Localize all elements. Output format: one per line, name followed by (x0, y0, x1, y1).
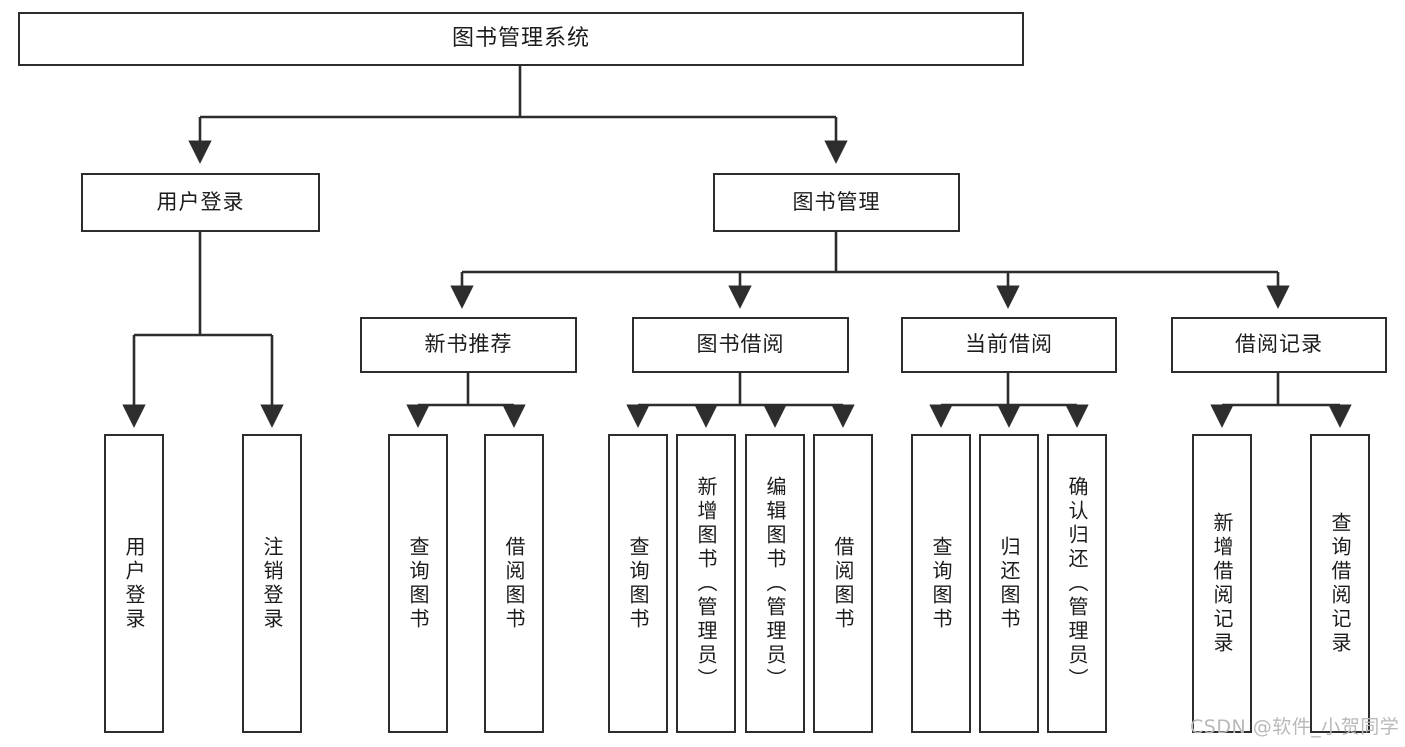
leaf-user-login-label: 用户登录 (122, 535, 146, 632)
leaf-edit-book-admin[interactable]: 编辑图书（管理员） (745, 434, 805, 733)
csdn-watermark: CSDN @软件_小贺同学 (1190, 716, 1400, 738)
node-book-management[interactable]: 图书管理 (713, 173, 960, 232)
leaf-logout[interactable]: 注销登录 (242, 434, 302, 733)
leaf-logout-label: 注销登录 (260, 535, 284, 632)
node-current-borrow[interactable]: 当前借阅 (901, 317, 1117, 373)
leaf-return-book[interactable]: 归还图书 (979, 434, 1039, 733)
leaf-add-book-admin[interactable]: 新增图书（管理员） (676, 434, 736, 733)
leaf-return-book-label: 归还图书 (997, 535, 1021, 632)
leaf-add-borrow-record[interactable]: 新增借阅记录 (1192, 434, 1252, 733)
leaf-edit-book-admin-label: 编辑图书（管理员） (763, 475, 787, 692)
leaf-borrow-book-new[interactable]: 借阅图书 (484, 434, 544, 733)
leaf-borrow-book-label: 借阅图书 (831, 535, 855, 632)
leaf-query-book-current[interactable]: 查询图书 (911, 434, 971, 733)
node-new-book-recommend-label: 新书推荐 (424, 332, 513, 357)
leaf-query-book-borrow[interactable]: 查询图书 (608, 434, 668, 733)
leaf-query-book-new[interactable]: 查询图书 (388, 434, 448, 733)
leaf-borrow-book[interactable]: 借阅图书 (813, 434, 873, 733)
leaf-confirm-return-admin[interactable]: 确认归还（管理员） (1047, 434, 1107, 733)
leaf-borrow-book-new-label: 借阅图书 (502, 535, 526, 632)
leaf-query-book-new-label: 查询图书 (406, 535, 430, 632)
node-new-book-recommend[interactable]: 新书推荐 (360, 317, 577, 373)
node-user-login[interactable]: 用户登录 (81, 173, 320, 232)
node-borrow-record-label: 借阅记录 (1235, 332, 1323, 357)
node-book-management-label: 图书管理 (792, 189, 881, 214)
leaf-add-borrow-record-label: 新增借阅记录 (1210, 511, 1234, 656)
leaf-query-borrow-record-label: 查询借阅记录 (1328, 511, 1352, 656)
leaf-query-borrow-record[interactable]: 查询借阅记录 (1310, 434, 1370, 733)
node-root-label: 图书管理系统 (451, 25, 590, 51)
leaf-confirm-return-admin-label: 确认归还（管理员） (1065, 475, 1089, 692)
node-user-login-label: 用户登录 (156, 189, 245, 214)
node-book-borrow[interactable]: 图书借阅 (632, 317, 849, 373)
leaf-add-book-admin-label: 新增图书（管理员） (694, 475, 718, 692)
leaf-user-login[interactable]: 用户登录 (104, 434, 164, 733)
node-current-borrow-label: 当前借阅 (965, 332, 1053, 357)
leaf-query-book-borrow-label: 查询图书 (626, 535, 650, 632)
node-root[interactable]: 图书管理系统 (18, 12, 1024, 66)
node-borrow-record[interactable]: 借阅记录 (1171, 317, 1387, 373)
node-book-borrow-label: 图书借阅 (696, 332, 785, 357)
leaf-query-book-current-label: 查询图书 (929, 535, 953, 632)
